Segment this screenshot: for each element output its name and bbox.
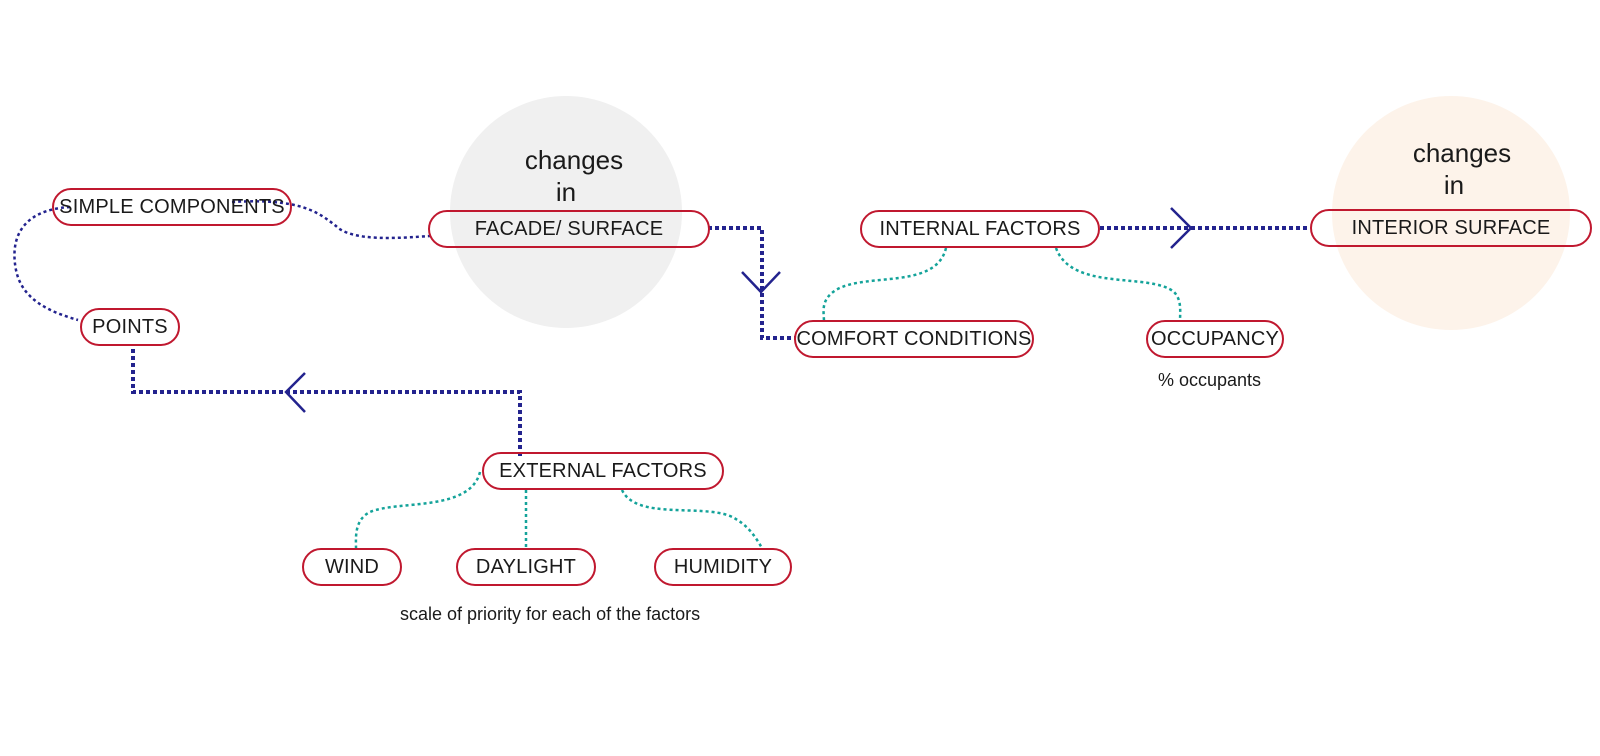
arrow-down-comfort	[741, 271, 781, 294]
facade-heading: changes in	[504, 144, 644, 208]
link-external-humidity	[620, 489, 764, 549]
node-occupancy: OCCUPANCY	[1146, 320, 1284, 358]
interior-heading-line2: in	[1443, 170, 1465, 200]
node-humidity: HUMIDITY	[654, 548, 792, 586]
interior-circle	[1332, 96, 1570, 330]
interior-heading: changes in	[1392, 137, 1532, 201]
node-internal-factors: INTERNAL FACTORS	[860, 210, 1100, 248]
node-facade-surface: FACADE/ SURFACE	[428, 210, 710, 248]
node-comfort-conditions: COMFORT CONDITIONS	[794, 320, 1034, 358]
link-simple-components-points	[13, 205, 79, 322]
link-external-wind	[354, 471, 482, 549]
arrow-right-interior	[1170, 207, 1193, 249]
facade-heading-line1: changes	[524, 145, 624, 175]
arrow-left-points	[284, 372, 306, 413]
interior-heading-line1: changes	[1412, 138, 1512, 168]
link-internal-occupancy	[1054, 247, 1182, 323]
node-wind: WIND	[302, 548, 402, 586]
node-simple-components: SIMPLE COMPONENTS	[52, 188, 292, 226]
note-occupants: % occupants	[1158, 370, 1262, 390]
facade-circle	[450, 96, 682, 328]
link-internal-comfort	[822, 247, 948, 323]
node-daylight: DAYLIGHT	[456, 548, 596, 586]
link-external-points	[131, 346, 522, 456]
node-external-factors: EXTERNAL FACTORS	[482, 452, 724, 490]
node-interior-surface: INTERIOR SURFACE	[1310, 209, 1592, 247]
note-priority: scale of priority for each of the factor…	[400, 604, 701, 624]
node-points: POINTS	[80, 308, 180, 346]
link-facade-comfort	[708, 226, 796, 340]
facade-heading-line2: in	[555, 177, 577, 207]
